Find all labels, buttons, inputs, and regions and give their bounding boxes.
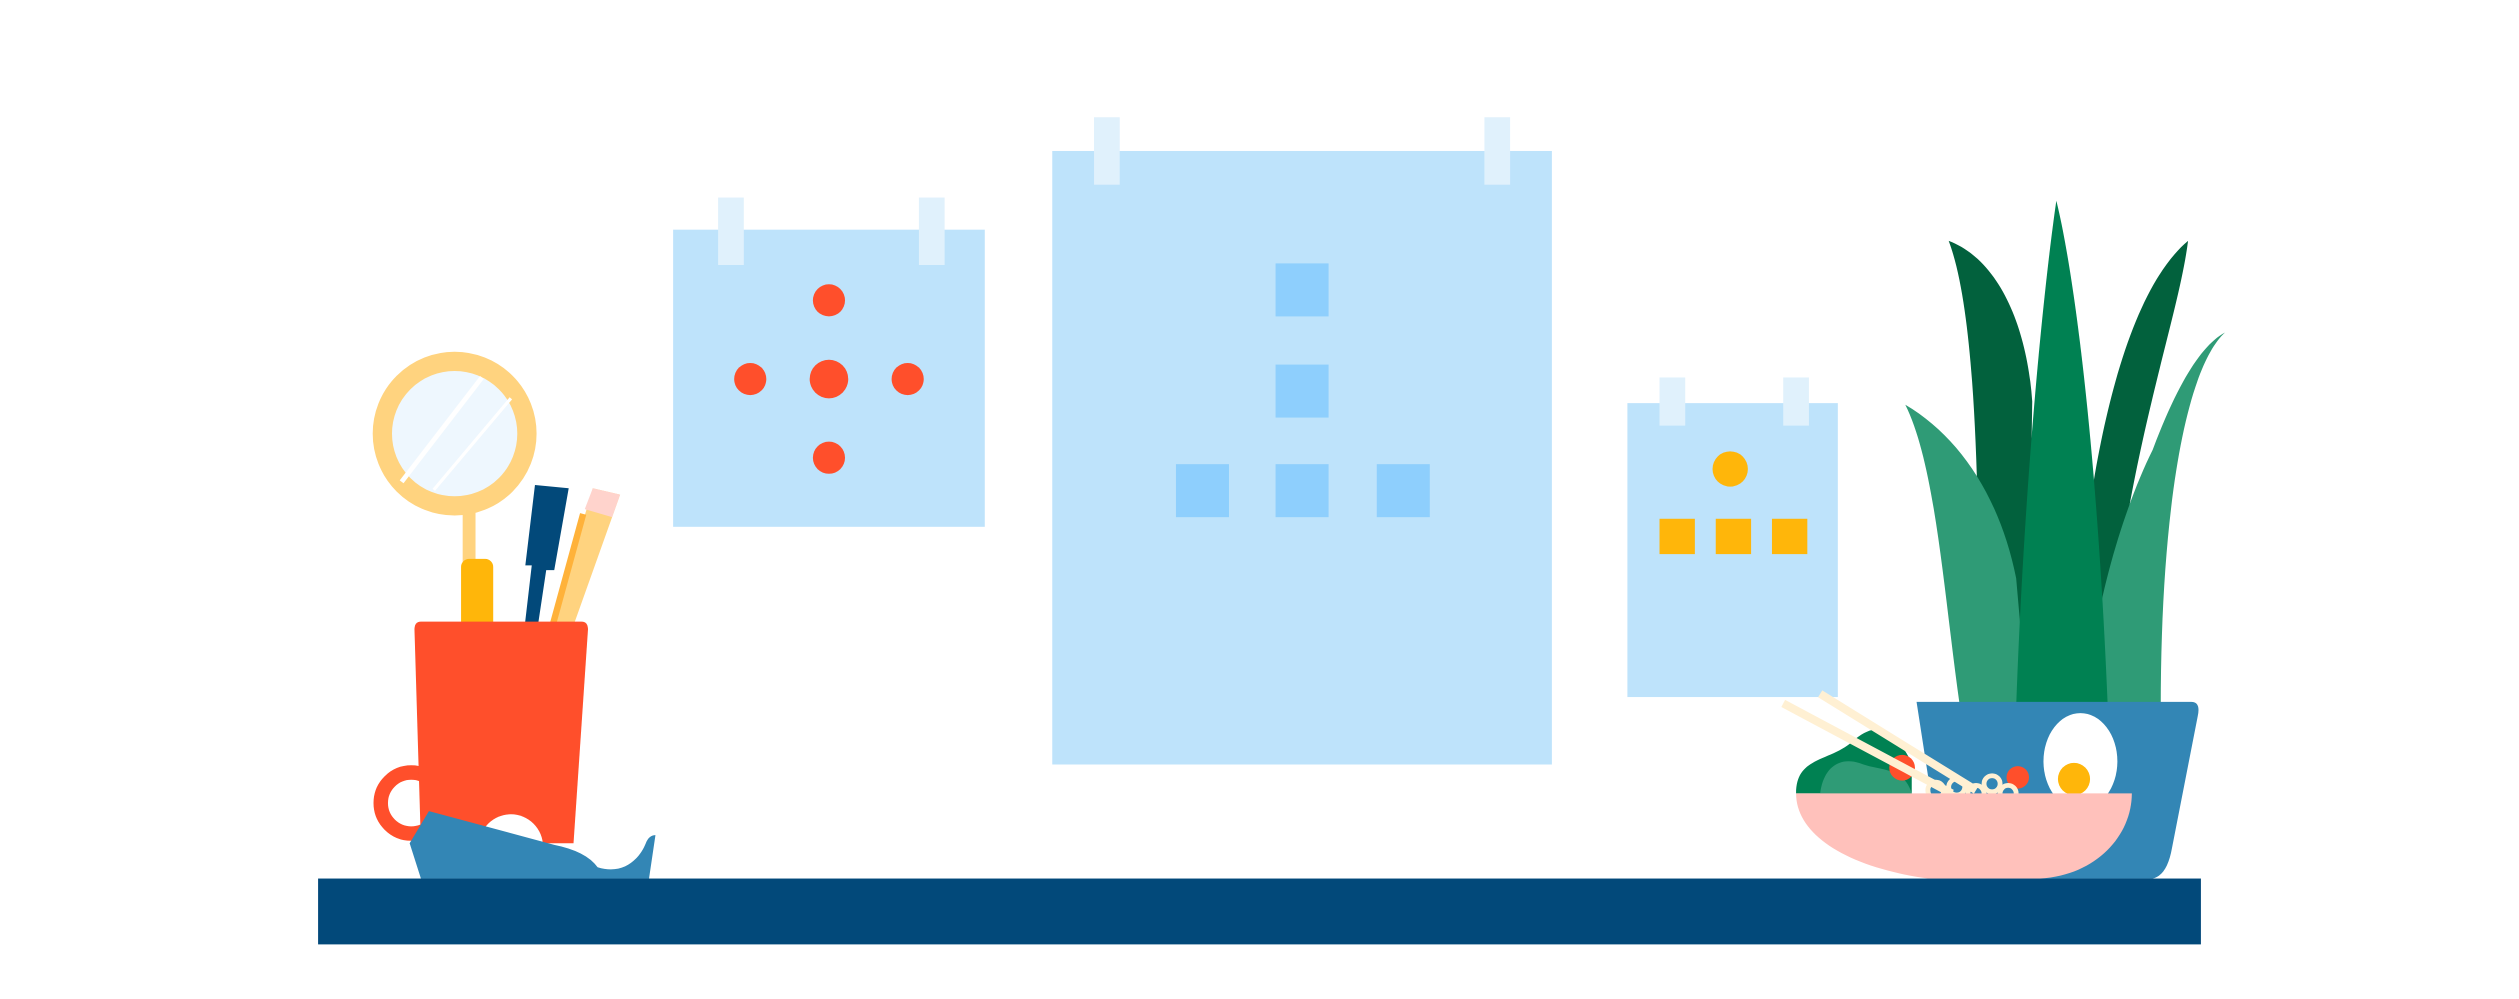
calendar-left [673, 197, 985, 527]
calendar-square [1175, 464, 1229, 518]
calendar-right [1627, 377, 1838, 698]
calendar-square [1376, 464, 1430, 518]
calendar-square [1275, 464, 1329, 518]
plant-icon [1905, 200, 2226, 707]
calendar-square [1275, 364, 1329, 418]
pencil-orange [549, 488, 621, 635]
calendar-dot [734, 362, 767, 396]
ramen-bowl-icon [1781, 690, 2132, 879]
pen-dark-blue [523, 485, 569, 635]
calendar-dot [812, 284, 846, 317]
folded-paper [409, 811, 656, 879]
magnifying-glass-icon [372, 351, 537, 579]
calendar-dot [812, 441, 846, 474]
shelf [318, 878, 2201, 945]
pencil-yellow [461, 558, 494, 632]
calendar-dot [891, 362, 924, 396]
calendar-square [1275, 263, 1329, 317]
calendar-center [1052, 117, 1552, 765]
calendar-dot [809, 359, 849, 399]
